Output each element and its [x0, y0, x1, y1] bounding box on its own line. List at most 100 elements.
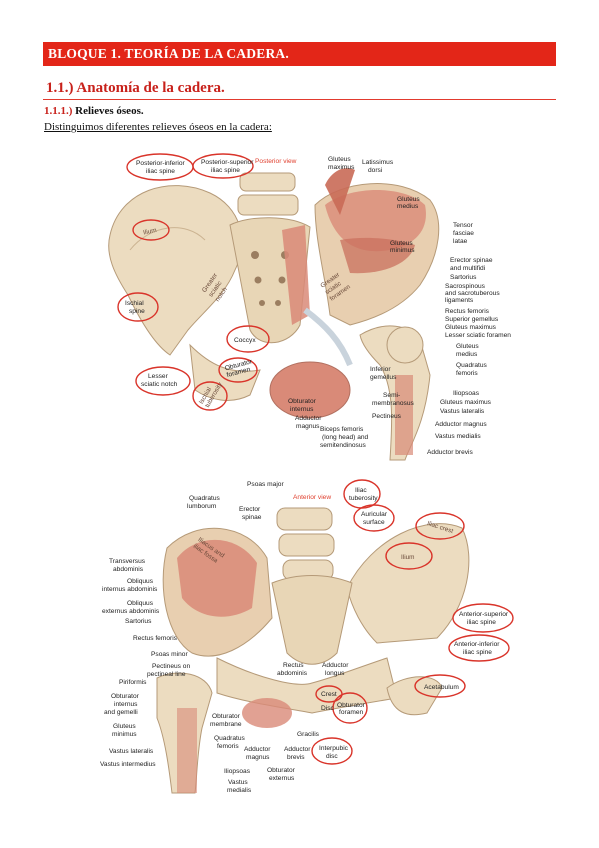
label-vastus-medialis: Vastus medialis [435, 433, 481, 440]
label-sartorius: Sartorius [125, 618, 152, 625]
multifidus-muscle [282, 225, 310, 325]
label-ilium: Ilium [143, 227, 158, 237]
label-piriformis: Piriformis [119, 679, 147, 686]
lumbar-vertebra [237, 194, 299, 216]
label-adductor-brevis: Adductor brevis [427, 449, 474, 456]
label-semimembranosus: Semi-membranosus [372, 392, 414, 407]
subsection-title: Relieves óseos. [75, 105, 144, 117]
lumbar-vertebra [278, 533, 335, 557]
label-view-posterior: Posterior view [255, 158, 297, 165]
circle-ai-spine [448, 634, 510, 662]
lumbar-vertebra [276, 507, 333, 531]
label-vastus-intermedius: Vastus intermedius [100, 761, 156, 768]
label-iliopsoas: Iliopsoas [453, 390, 480, 397]
gluteus-medius-muscle [325, 190, 426, 252]
circle-lesser-sciatic [135, 366, 191, 396]
label-rectus-femoris: Rectus femoris [133, 635, 178, 642]
circle-acetabulum [414, 674, 466, 698]
circle-interpubic [311, 737, 353, 765]
label-crest: Crest [321, 691, 337, 698]
circle-posterior-inferior [126, 153, 194, 181]
sacrotuberous-ligament [303, 307, 353, 367]
circle-ilium [132, 219, 170, 241]
label-superior-gemellus: Superior gemellus [445, 316, 499, 323]
subsection-number: 1.1.1.) [44, 105, 73, 117]
label-view-anterior: Anterior view [293, 494, 331, 501]
section-heading: 1.1.) Anatomía de la cadera. [43, 78, 556, 100]
posterior-illustration: Ilium Greater sciatic notch Greater scia… [108, 153, 511, 461]
label-gluteus-maximus-3: Gluteus maximus [440, 399, 492, 406]
circle-ischial-tuberosity [192, 381, 228, 411]
label-coccyx: Coccyx [234, 337, 256, 344]
label-disc: Disc [321, 705, 335, 712]
circle-ilium [385, 542, 433, 570]
sacrum-shape [271, 575, 353, 665]
circle-ischial-spine [117, 292, 159, 322]
obturator-membrane [242, 698, 292, 728]
left-ilium-shape [108, 185, 243, 356]
intro-text: Distinguimos diferentes relieves óseos e… [44, 121, 272, 133]
obturator-muscle [269, 361, 351, 419]
right-ilium-shape [346, 523, 470, 644]
label-vastus-lateralis: Vastus lateralis [109, 748, 154, 755]
label-adductor-magnus-2: Adductor magnus [435, 421, 487, 428]
circle-iliac-crest [415, 512, 465, 540]
femur-shaft-muscle [395, 375, 413, 455]
label-pectineus: Pectineus [372, 413, 402, 420]
label-iliopsoas: Iliopsoas [224, 768, 251, 775]
label-ilium: Ilium [401, 554, 415, 561]
circle-obturator-foramen [218, 357, 258, 383]
circle-obturator-foramen [332, 692, 368, 724]
label-psoas-major: Psoas major [247, 481, 284, 488]
posterior-view-figure: Ilium Greater sciatic notch Greater scia… [100, 145, 520, 463]
circle-as-spine [452, 603, 514, 633]
label-lesser-sciatic-foramen: Lesser sciatic foramen [445, 332, 511, 339]
circle-coccyx [226, 325, 270, 353]
right-femur-shape [386, 676, 443, 716]
label-gracilis: Gracilis [297, 731, 320, 738]
pubis-shape [216, 657, 398, 714]
label-gluteus-maximus-2: Gluteus maximus [445, 324, 497, 331]
chapter-banner: BLOQUE 1. TEORÍA DE LA CADERA. [43, 42, 556, 66]
circle-auricular [353, 504, 395, 532]
label-acetabulum: Acetabulum [424, 684, 459, 691]
label-psoas-minor: Psoas minor [151, 651, 188, 658]
left-femur-muscle [177, 708, 197, 793]
